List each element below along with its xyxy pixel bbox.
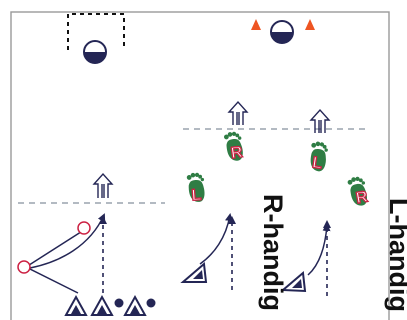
group-label-right-handed: R-handig [258, 194, 288, 311]
double-arrow-up-icon [309, 108, 331, 133]
run-path [199, 213, 233, 265]
group-label-left-handed: L-handig [384, 198, 407, 312]
cone-icon [305, 19, 315, 30]
footprint-icon: L [307, 140, 329, 173]
double-arrow-up-icon [92, 172, 114, 198]
pass-target-circle-icon [17, 260, 31, 274]
pitch-border [10, 11, 390, 320]
cone-icon [251, 19, 261, 30]
player-triangle-icon-inner [71, 305, 81, 314]
run-path [307, 223, 331, 276]
player-triangle-icon [180, 262, 208, 283]
foot-marker: L [191, 187, 202, 205]
goalkeeper-icon [83, 40, 107, 64]
ball-dot-icon [146, 298, 156, 308]
goalkeeper-icon [270, 20, 294, 44]
ball-dot-icon [114, 298, 124, 308]
pass-target-circle-icon [77, 221, 91, 235]
goal-icon [67, 13, 125, 50]
foot-marker: R [355, 188, 370, 207]
footprint-icon: L [186, 172, 206, 205]
footprint-icon: R [346, 175, 370, 208]
player-triangle-icon [280, 271, 307, 293]
foot-marker: R [230, 144, 244, 163]
pass-line [24, 229, 85, 294]
player-triangle-icon-inner [130, 305, 140, 314]
player-triangle-icon-inner [97, 305, 107, 314]
double-arrow-up-icon [227, 100, 249, 125]
foot-marker: L [311, 154, 323, 172]
footprint-icon: R [223, 130, 245, 163]
